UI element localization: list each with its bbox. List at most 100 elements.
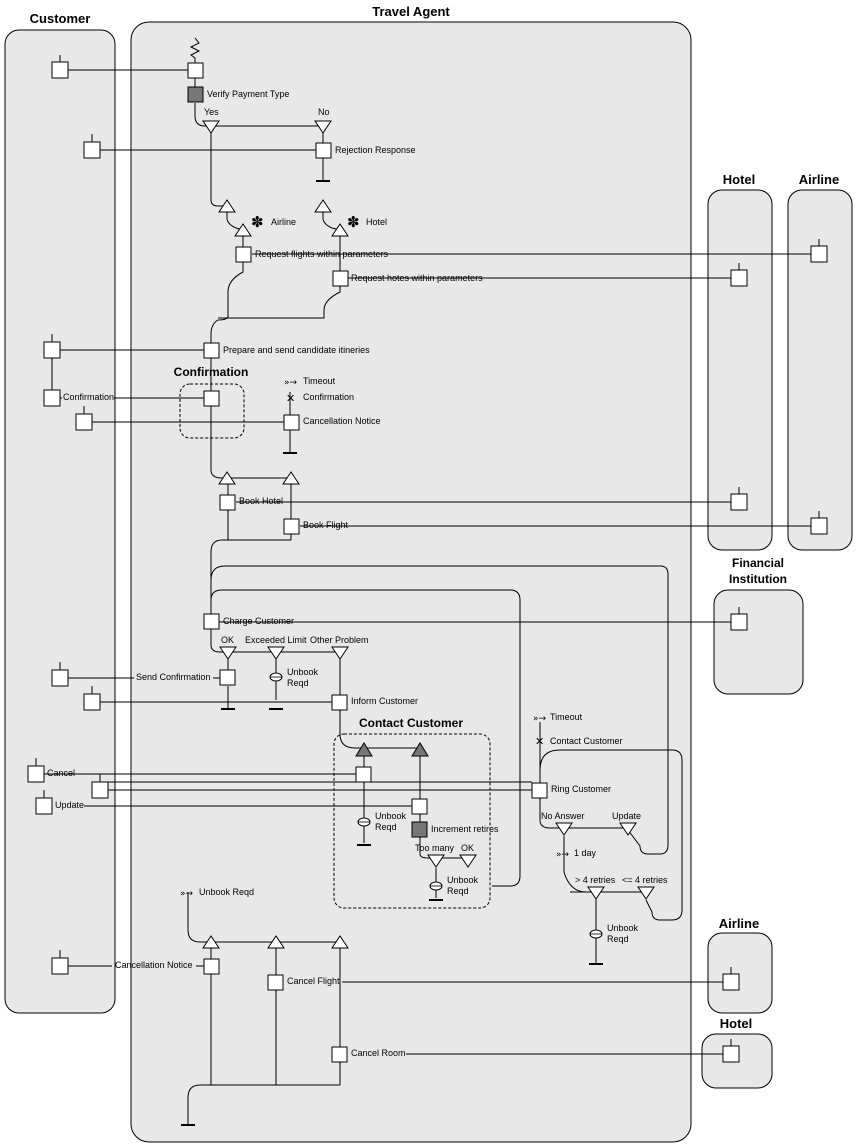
customer-inform-node[interactable] — [83, 693, 101, 711]
ring-customer-label: Ring Customer — [551, 784, 611, 794]
send-confirmation-task[interactable] — [219, 669, 236, 686]
unbook-event-label: Unbook Reqd — [199, 887, 254, 897]
request-hotels-task[interactable] — [332, 270, 349, 287]
increment-retries-label: Increment retires — [431, 824, 499, 834]
book-hotel-label: Book Hotel — [239, 496, 283, 506]
airline-request-node[interactable] — [810, 245, 828, 263]
gt4-retries-gateway[interactable] — [587, 886, 605, 900]
cancel-flight-task[interactable] — [267, 974, 284, 991]
yes-label: Yes — [204, 107, 219, 117]
update-event-gateway[interactable] — [411, 742, 429, 757]
cancel-notice-gateway[interactable] — [202, 935, 220, 949]
no-branch-gateway[interactable] — [314, 120, 332, 134]
cancel-room-gateway[interactable] — [331, 935, 349, 949]
inform-customer-task[interactable] — [331, 694, 348, 711]
customer-confirmation-node[interactable] — [43, 389, 61, 407]
hotel-lane-top — [707, 189, 773, 551]
financial-lane-title-2: Institution — [729, 572, 787, 586]
ok-gateway[interactable] — [219, 646, 237, 660]
partner-nodes — [722, 239, 828, 1063]
increment-retries-task[interactable] — [411, 821, 428, 838]
timeout-label-2: Timeout — [550, 712, 583, 722]
no-answer-gateway[interactable] — [555, 822, 573, 836]
book-flight-gateway[interactable] — [282, 471, 300, 485]
book-flight-label: Book Flight — [303, 520, 349, 530]
update-branch-gateway[interactable] — [619, 822, 637, 836]
book-hotel-task[interactable] — [219, 494, 236, 511]
rejection-response-task[interactable] — [315, 142, 332, 159]
rejection-response-label: Rejection Response — [335, 145, 416, 155]
join-gateway-airline[interactable] — [218, 199, 236, 213]
cancel-flight-gateway[interactable] — [267, 935, 285, 949]
airline-book-node[interactable] — [810, 517, 828, 535]
cancel-room-label: Cancel Room — [351, 1048, 406, 1058]
customer-itinerary-node[interactable] — [43, 341, 61, 359]
customer-nodes — [27, 55, 109, 975]
financial-charge-node[interactable] — [730, 613, 748, 631]
confirmation-cross-icon: ✕ — [286, 392, 295, 405]
flow-lines — [181, 37, 683, 1126]
cancellation-notice-task-2[interactable] — [203, 958, 220, 975]
hotel-event-icon: ✽ — [347, 213, 360, 231]
customer-lane — [4, 29, 116, 1014]
timeout-icon-1: »→ — [284, 378, 298, 388]
customer-cancel-node[interactable] — [27, 765, 45, 783]
hotel-event-gateway[interactable] — [331, 223, 349, 237]
event-icons: ✽ ✽ »→ ✕ »→ ✕ »→ »→ — [180, 213, 603, 939]
prepare-itineraries-task[interactable] — [203, 342, 220, 359]
customer-update-node[interactable] — [35, 797, 53, 815]
airline-lane-title-bottom: Airline — [719, 916, 759, 931]
exceeded-limit-gateway[interactable] — [267, 646, 285, 660]
ok-retry-gateway[interactable] — [459, 854, 477, 868]
other-problem-gateway[interactable] — [331, 646, 349, 660]
customer-pay-node[interactable] — [51, 61, 69, 79]
customer-cancellation-notice-node[interactable] — [51, 957, 69, 975]
send-confirmation-label: Send Confirmation — [136, 672, 211, 682]
request-flights-task[interactable] — [235, 246, 252, 263]
le4-retries-gateway[interactable] — [637, 886, 655, 900]
book-hotel-gateway[interactable] — [218, 471, 236, 485]
cancel-receive-task[interactable] — [355, 766, 372, 783]
unbook-event-icon: »→ — [180, 889, 194, 899]
update-receive-task[interactable] — [411, 798, 428, 815]
ok-label-2: OK — [461, 843, 474, 853]
confirmation-event-label: Confirmation — [303, 392, 354, 402]
book-flight-task[interactable] — [283, 518, 300, 535]
ring-customer-task[interactable] — [531, 782, 548, 799]
hotel-lane-title-bottom: Hotel — [720, 1016, 753, 1031]
financial-lane-title-1: Financial — [732, 556, 784, 570]
cancellation-notice-task[interactable] — [283, 414, 300, 431]
airline-event-gateway[interactable] — [234, 223, 252, 237]
charge-customer-label: Charge Customer — [223, 616, 294, 626]
exceeded-limit-label: Exceeded Limit — [245, 635, 307, 645]
airline-cancel-node[interactable] — [722, 973, 740, 991]
hotel-request-node[interactable] — [730, 269, 748, 287]
request-hotels-label: Request hotes within parameters — [351, 273, 483, 283]
yes-branch-gateway[interactable] — [202, 120, 220, 134]
hotel-lane-title-top: Hotel — [723, 172, 756, 187]
customer-ring-node[interactable] — [91, 781, 109, 799]
payment-receive-task[interactable] — [187, 62, 204, 79]
cancel-event-gateway[interactable] — [355, 742, 373, 757]
charge-customer-task[interactable] — [203, 613, 220, 630]
join-gateway-hotel[interactable] — [314, 199, 332, 213]
verify-payment-task[interactable] — [187, 86, 204, 103]
request-flights-label: Request flights within parameters — [255, 249, 389, 259]
message-lines — [44, 69, 811, 1055]
customer-send-confirmation-node[interactable] — [51, 669, 69, 687]
hotel-book-node[interactable] — [730, 493, 748, 511]
customer-rejection-node[interactable] — [83, 141, 101, 159]
no-answer-label: No Answer — [541, 811, 585, 821]
hotel-cancel-node[interactable] — [722, 1045, 740, 1063]
airline-lane-bottom — [707, 932, 773, 1014]
customer-cancellation-node[interactable] — [75, 413, 93, 431]
confirmation-task[interactable] — [203, 390, 220, 407]
labels: Verify Payment Type Yes No Rejection Res… — [47, 89, 668, 1058]
inform-customer-label: Inform Customer — [351, 696, 418, 706]
too-many-gateway[interactable] — [427, 854, 445, 868]
timeout-label-1: Timeout — [303, 376, 336, 386]
update-branch-label: Update — [612, 811, 641, 821]
cancel-flight-label: Cancel Flight — [287, 976, 340, 986]
cancel-room-task[interactable] — [331, 1046, 348, 1063]
